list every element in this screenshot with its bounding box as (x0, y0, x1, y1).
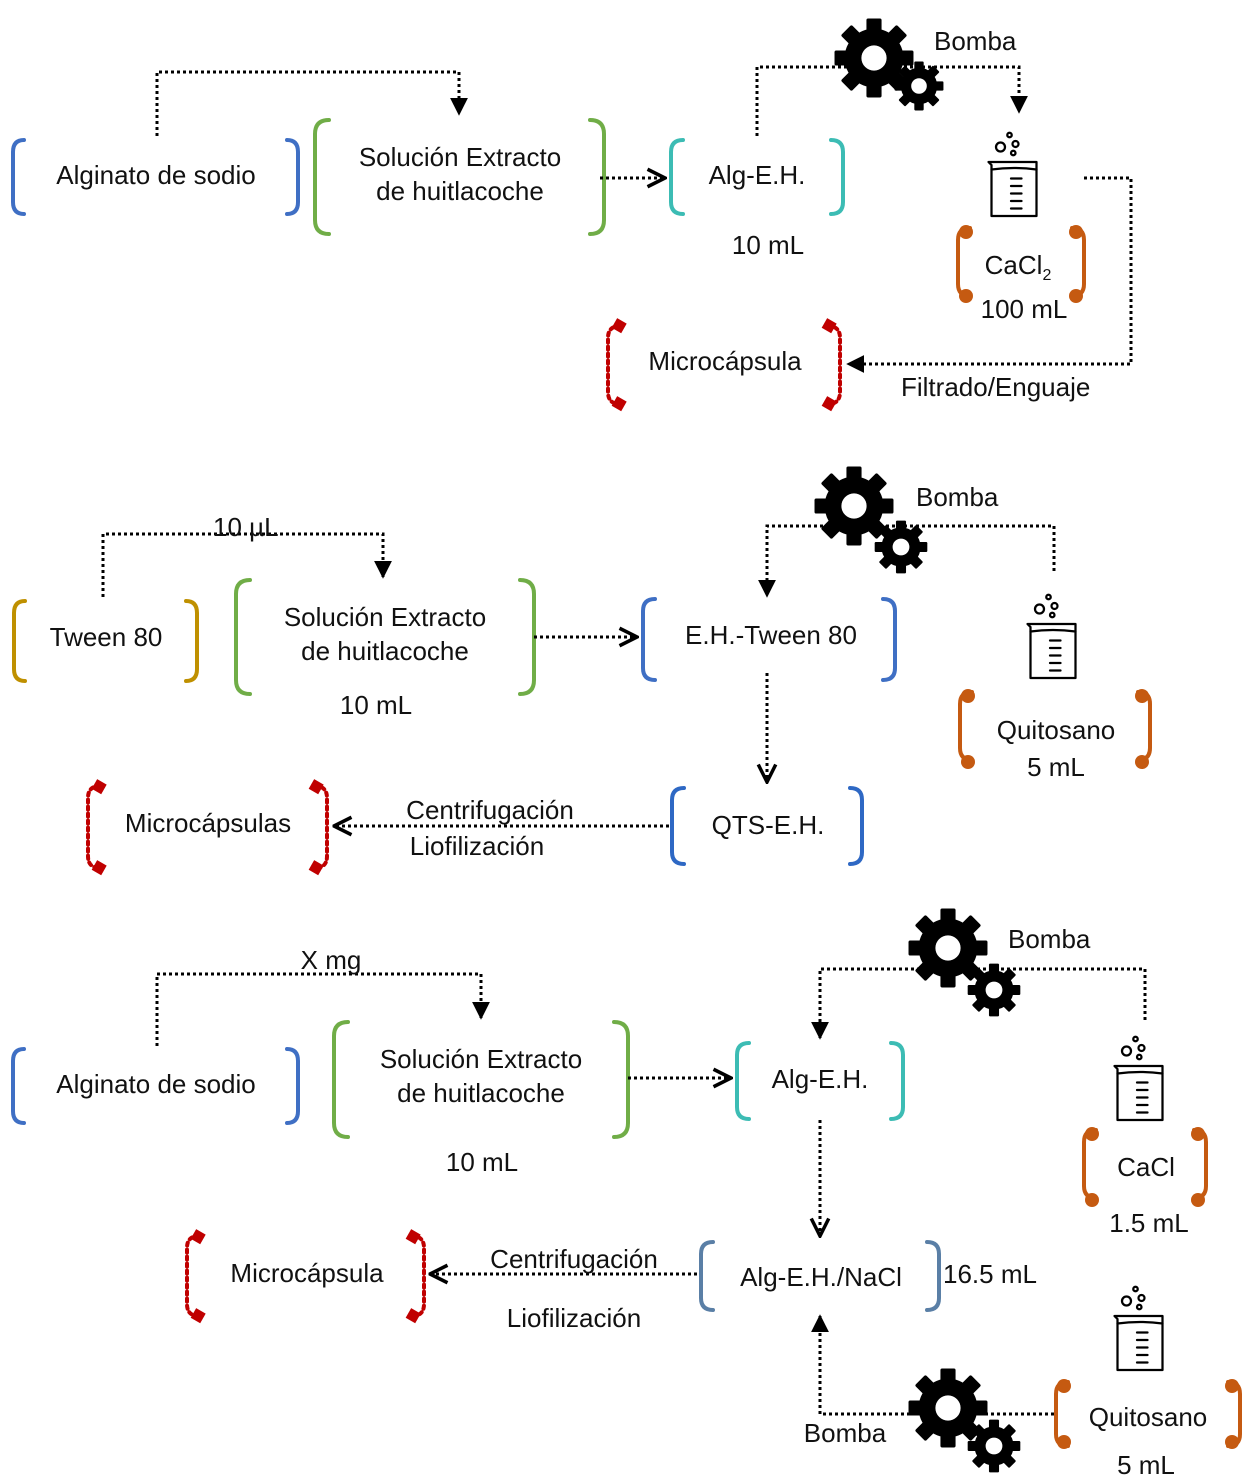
bracket-solucion3-left (332, 1020, 350, 1139)
label-quitosano3-volume: 5 mL (1117, 1450, 1175, 1480)
bracket-microcapsulas-left (86, 784, 102, 870)
label-x-mg: X mg (300, 945, 362, 975)
gear-icon (967, 1419, 1021, 1473)
bracket-alg-eh3-right (889, 1041, 905, 1121)
label-eh-tween: E.H.-Tween 80 (685, 620, 857, 650)
label-solucion2: Solución Extracto de huitlacoche (284, 600, 486, 668)
connector-alginato-to-solucion (155, 70, 468, 136)
bracket-solucion3-right (612, 1020, 630, 1139)
label-solucion-line1: Solución Extracto (358, 142, 562, 172)
label-solucion3: Solución Extracto de huitlacoche (380, 1042, 582, 1110)
section-3 (11, 908, 1242, 1473)
bracket-tween-left (12, 599, 27, 683)
label-tween-amount: 10 µL (213, 512, 279, 542)
bracket-nacl-right (925, 1240, 941, 1312)
bracket-eh-tween-left (641, 597, 657, 682)
label-cacl: CaCl2 (985, 248, 1052, 293)
label-centrifugacion3: Centrifugación (490, 1244, 658, 1274)
label-cacl3-volume: 1.5 mL (1109, 1208, 1189, 1238)
label-alg-eh3: Alg-E.H. (771, 1064, 869, 1094)
bracket-qts-right (848, 786, 864, 866)
connector-alginato3-to-solucion (155, 972, 490, 1046)
label-liofilizacion3: Liofilización (506, 1303, 642, 1333)
label-bomba2: Bomba (916, 482, 999, 512)
gear-icon (908, 1368, 988, 1448)
gear-icon (874, 520, 928, 574)
bracket-microcapsula-left (606, 324, 622, 406)
bracket-alginato-right (285, 138, 300, 216)
label-alg-eh-nacl-volume: 16.5 mL (943, 1259, 1037, 1289)
label-solucion3-line2: de huitlacoche (397, 1078, 565, 1108)
label-solucion2-volume: 10 mL (339, 690, 413, 720)
bracket-eh-tween-right (881, 597, 897, 682)
label-bomba3-top: Bomba (1008, 924, 1091, 954)
label-cacl-sub: 2 (1042, 267, 1052, 285)
connector-bomba2-line (758, 524, 1056, 598)
label-alg-eh: Alg-E.H. (708, 160, 806, 190)
label-alg-eh-nacl: Alg-E.H./NaCl (740, 1262, 902, 1292)
connector-tween-to-solucion (101, 532, 392, 597)
bracket-alginato3-right (285, 1047, 300, 1125)
bracket-solucion-right (588, 118, 606, 236)
bracket-microcapsula3-left (185, 1234, 201, 1318)
bracket-alg-eh-left (669, 138, 685, 216)
label-solucion3-volume: 10 mL (445, 1147, 519, 1177)
label-cacl-volume: 100 mL (980, 294, 1068, 324)
bracket-alg-eh3-left (735, 1041, 751, 1121)
label-cacl3: CaCl (1117, 1152, 1175, 1182)
bracket-nacl-left (699, 1240, 715, 1312)
beaker-icon (1113, 1285, 1164, 1372)
connector-bomba3-top-line (811, 967, 1147, 1040)
gear-icon (967, 963, 1021, 1017)
label-tween: Tween 80 (49, 622, 163, 652)
label-centrifugacion2: Centrifugación (406, 795, 574, 825)
label-solucion2-line1: Solución Extracto (283, 602, 487, 632)
bracket-microcapsulas-right (313, 784, 329, 870)
gear-icon (894, 61, 944, 111)
connector-beaker-to-microcapsula (846, 176, 1133, 373)
bracket-microcapsula3-right (410, 1234, 426, 1318)
label-solucion: Solución Extracto de huitlacoche (359, 140, 561, 208)
bracket-alg-eh-right (829, 138, 845, 216)
label-microcapsula3: Microcápsula (230, 1258, 384, 1288)
bracket-solucion2-right (518, 578, 536, 696)
beaker-icon (1026, 593, 1077, 680)
label-bomba: Bomba (934, 26, 1017, 56)
bracket-qts-left (670, 786, 686, 866)
label-cacl-main: CaCl (984, 250, 1043, 280)
bracket-solucion2-left (234, 578, 252, 696)
label-alginato: Alginato de sodio (56, 160, 256, 190)
label-solucion3-line1: Solución Extracto (379, 1044, 583, 1074)
label-liofilizacion2: Liofilización (409, 831, 545, 861)
bracket-microcapsula-right (826, 324, 842, 406)
beaker-icon (987, 131, 1038, 218)
label-alg-eh-volume: 10 mL (731, 230, 805, 260)
label-microcapsulas: Microcápsulas (124, 808, 292, 838)
label-solucion-line2: de huitlacoche (376, 176, 544, 206)
section-1 (11, 18, 1133, 412)
label-solucion2-line2: de huitlacoche (301, 636, 469, 666)
section-2 (12, 466, 1152, 876)
label-bomba3-bottom: Bomba (803, 1418, 887, 1448)
label-microcapsula: Microcápsula (648, 346, 802, 376)
label-filtrado: Filtrado/Enguaje (901, 372, 1091, 402)
bracket-tween-right (184, 599, 199, 683)
label-quitosano3: Quitosano (1088, 1402, 1208, 1432)
bracket-solucion-left (313, 118, 331, 236)
label-alginato3: Alginato de sodio (56, 1069, 256, 1099)
label-quitosano-volume: 5 mL (1027, 752, 1085, 782)
label-qts: QTS-E.H. (711, 810, 825, 840)
beaker-icon (1113, 1035, 1164, 1122)
label-quitosano: Quitosano (996, 715, 1116, 745)
bracket-alginato3-left (11, 1047, 26, 1125)
bracket-alginato-left (11, 138, 26, 216)
